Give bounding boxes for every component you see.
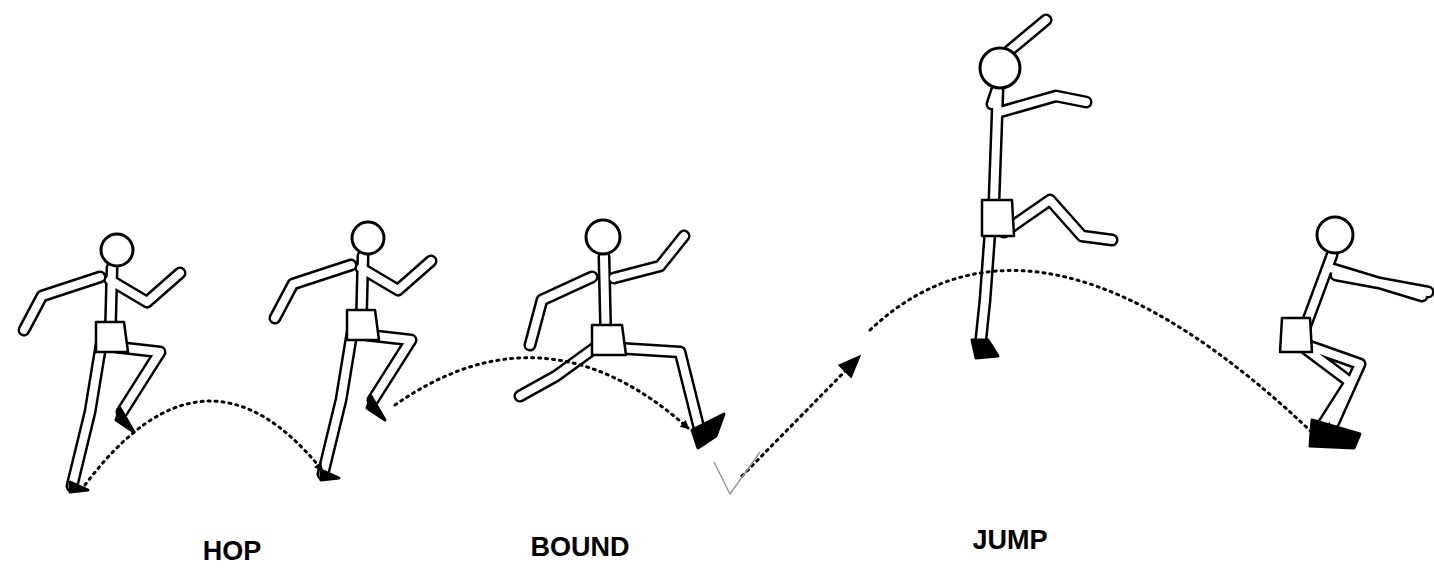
- athlete-figure: [1280, 217, 1428, 448]
- athlete-figure: [275, 222, 431, 480]
- phase-label: BOUND: [480, 531, 680, 563]
- athlete-figure: [24, 234, 180, 492]
- athlete-figure: [520, 220, 724, 448]
- flight-path: [85, 270, 1320, 485]
- phase-label: JUMP: [910, 524, 1110, 556]
- takeoff-mark: [714, 452, 760, 494]
- phase-label: HOP: [132, 535, 332, 567]
- athlete-figure: [972, 20, 1112, 358]
